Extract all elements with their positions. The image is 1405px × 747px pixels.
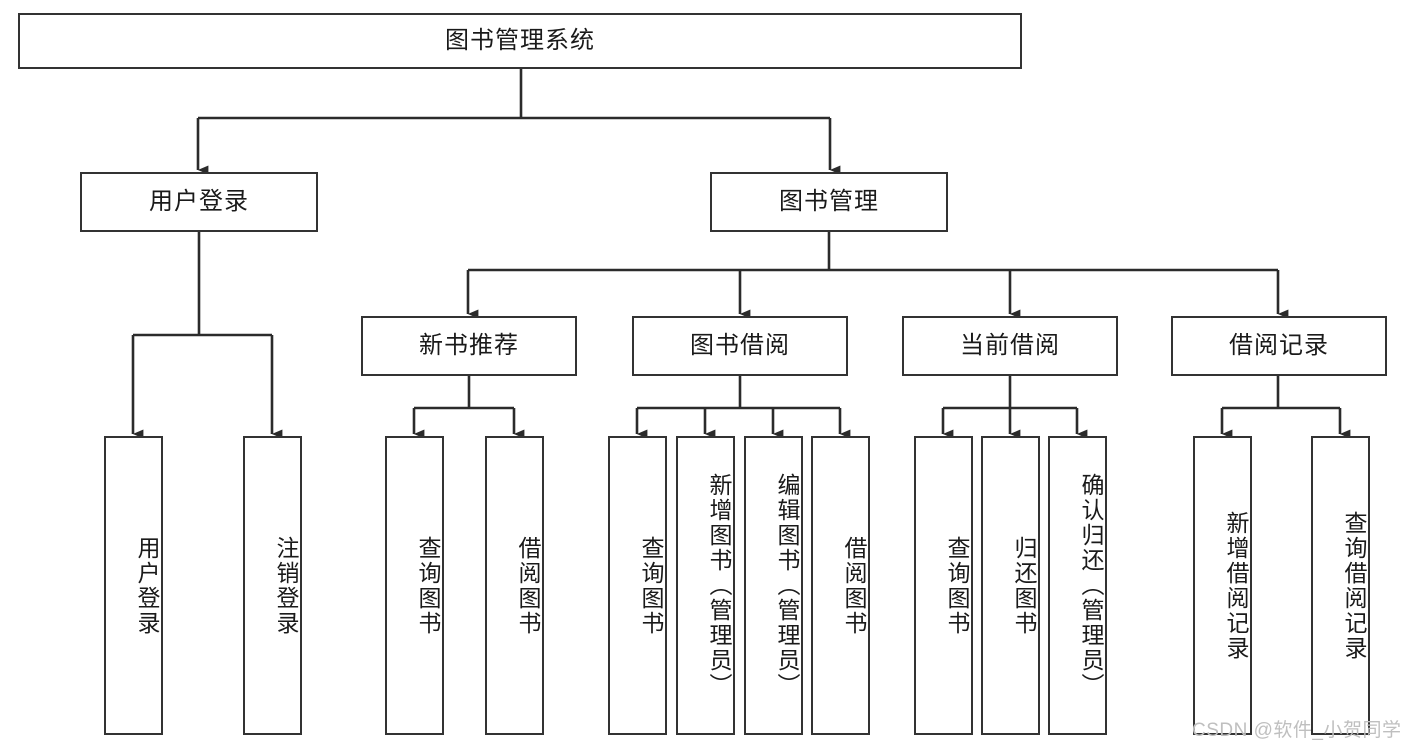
leaf-label: 查询图书 (944, 535, 970, 636)
leaf-current-confirm-return[interactable]: 确认归还（管理员） (1048, 436, 1107, 735)
node-book-management-label: 图书管理 (779, 187, 879, 215)
leaf-user-login-logout[interactable]: 注销登录 (243, 436, 302, 735)
leaf-record-add-record[interactable]: 新增借阅记录 (1193, 436, 1252, 735)
node-user-login[interactable]: 用户登录 (80, 172, 318, 232)
leaf-label: 确认归还（管理员） (1078, 473, 1104, 698)
leaf-borrow-edit-book[interactable]: 编辑图书（管理员） (744, 436, 803, 735)
node-user-login-label: 用户登录 (149, 187, 249, 215)
node-borrow-record[interactable]: 借阅记录 (1171, 316, 1387, 376)
leaf-label: 新增图书（管理员） (706, 473, 732, 698)
leaf-label: 归还图书 (1011, 535, 1037, 636)
node-current-borrow[interactable]: 当前借阅 (902, 316, 1118, 376)
csdn-watermark: CSDN @软件_小贺同学 (1192, 715, 1401, 742)
node-root-label: 图书管理系统 (445, 26, 595, 54)
node-root[interactable]: 图书管理系统 (18, 13, 1022, 69)
leaf-label: 新增借阅记录 (1223, 510, 1249, 661)
node-new-book-recommend[interactable]: 新书推荐 (361, 316, 577, 376)
leaf-label: 借阅图书 (841, 535, 867, 636)
node-new-book-recommend-label: 新书推荐 (419, 331, 519, 359)
leaf-label: 查询图书 (638, 535, 664, 636)
leaf-label: 查询借阅记录 (1341, 510, 1367, 661)
csdn-watermark-text: CSDN @软件_小贺同学 (1192, 720, 1402, 741)
leaf-label: 借阅图书 (515, 535, 541, 636)
node-book-borrow-label: 图书借阅 (690, 331, 790, 359)
leaf-borrow-borrow-book[interactable]: 借阅图书 (811, 436, 870, 735)
leaf-label: 编辑图书（管理员） (774, 473, 800, 698)
leaf-recommend-query-book[interactable]: 查询图书 (385, 436, 444, 735)
leaf-borrow-add-book[interactable]: 新增图书（管理员） (676, 436, 735, 735)
leaf-current-query-book[interactable]: 查询图书 (914, 436, 973, 735)
node-book-borrow[interactable]: 图书借阅 (632, 316, 848, 376)
leaf-recommend-borrow-book[interactable]: 借阅图书 (485, 436, 544, 735)
leaf-user-login-login[interactable]: 用户登录 (104, 436, 163, 735)
node-borrow-record-label: 借阅记录 (1229, 331, 1329, 359)
node-current-borrow-label: 当前借阅 (960, 331, 1060, 359)
leaf-label: 注销登录 (273, 535, 299, 636)
leaf-borrow-query-book[interactable]: 查询图书 (608, 436, 667, 735)
node-book-management[interactable]: 图书管理 (710, 172, 948, 232)
leaf-record-query-record[interactable]: 查询借阅记录 (1311, 436, 1370, 735)
leaf-label: 用户登录 (134, 535, 160, 636)
leaf-label: 查询图书 (415, 535, 441, 636)
leaf-current-return-book[interactable]: 归还图书 (981, 436, 1040, 735)
